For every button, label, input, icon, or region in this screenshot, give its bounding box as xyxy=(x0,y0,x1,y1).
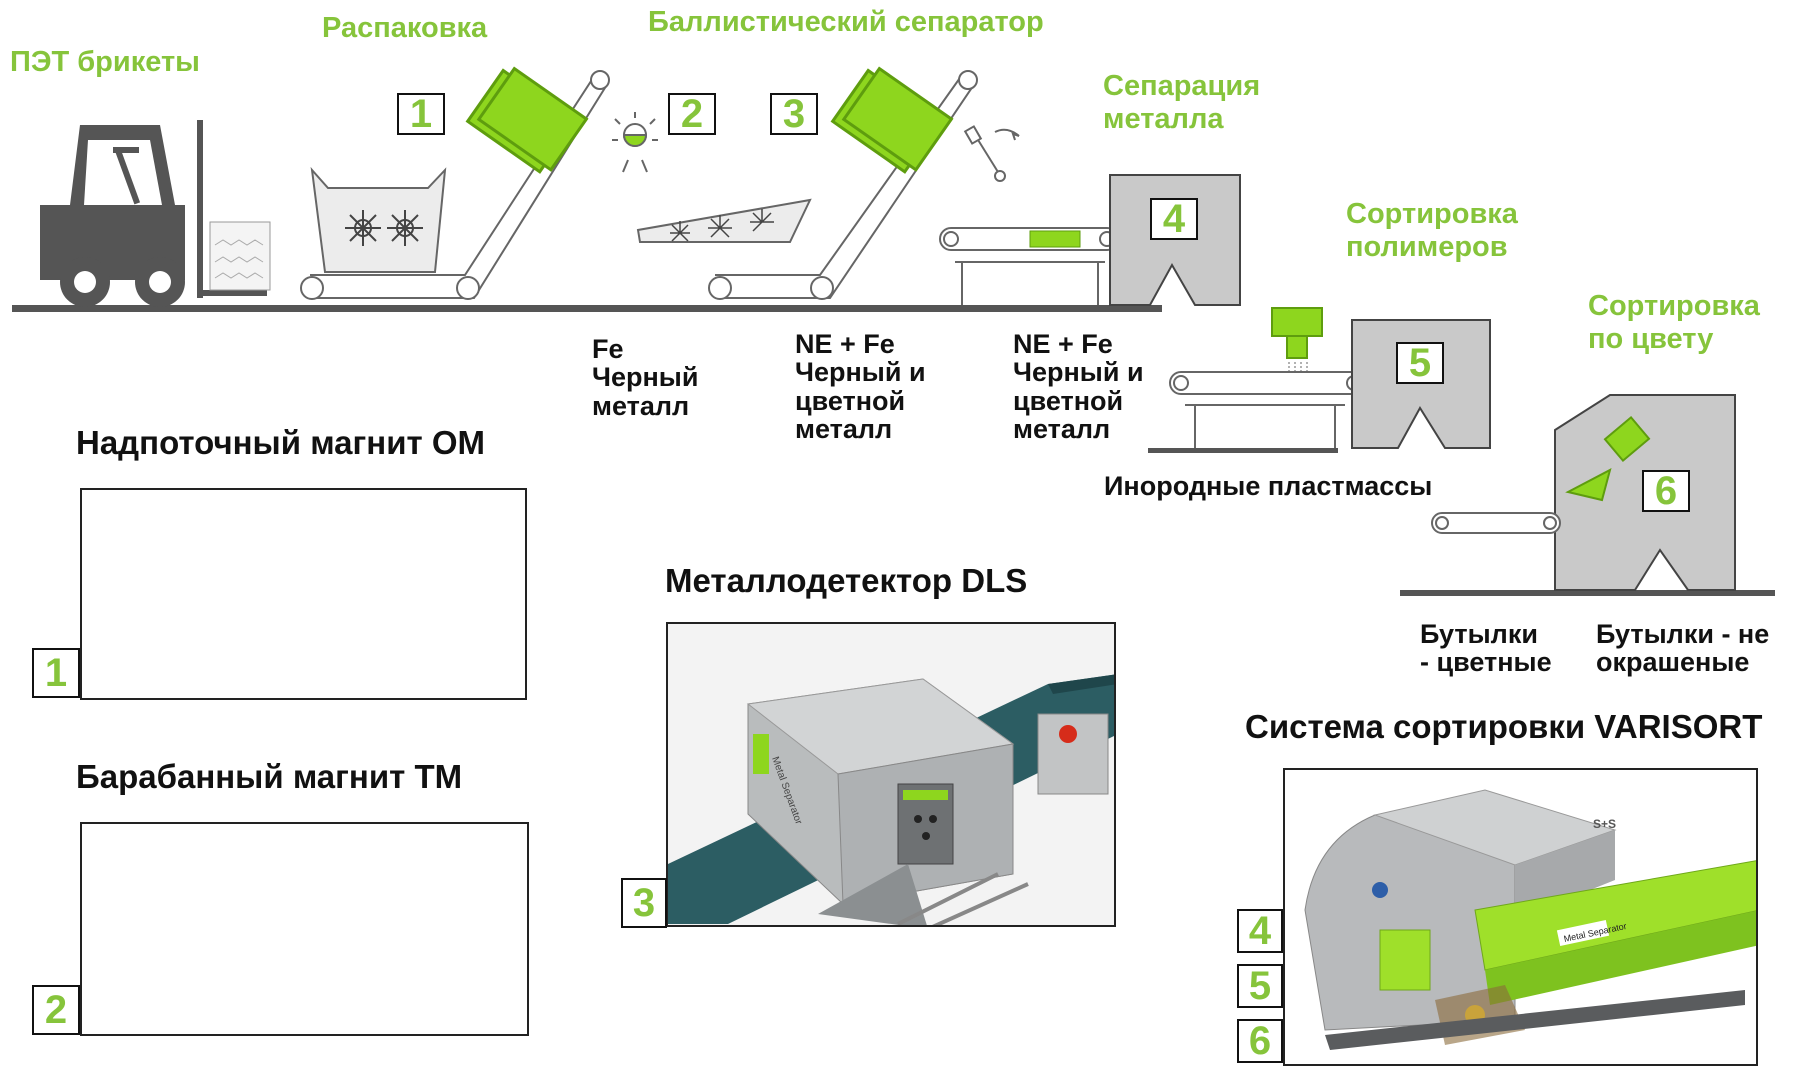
varisort-image: Metal Separator S+S xyxy=(1283,768,1758,1066)
conveyor-color xyxy=(1431,512,1561,534)
drum-badge: 2 xyxy=(32,985,80,1035)
drum-magnet-title: Барабанный магнит ТМ xyxy=(76,758,463,795)
stage-number-4: 4 xyxy=(1150,198,1198,240)
metal-detector-image: Metal Separator xyxy=(666,622,1116,927)
varisort-brand-text: S+S xyxy=(1593,817,1616,831)
color-sensor-icon xyxy=(1603,415,1651,463)
metal-detector-badge: 3 xyxy=(621,878,667,928)
varisort-drawing: Metal Separator S+S xyxy=(1304,789,1756,1050)
varisort-title: Система сортировки VARISORT xyxy=(1245,708,1763,745)
conveyor-unpack xyxy=(300,70,610,300)
nir-sensor-icon xyxy=(1271,307,1323,374)
floor-line-3 xyxy=(1400,590,1775,596)
pet-bale xyxy=(209,221,271,291)
stage-pet-label: ПЭТ брикеты xyxy=(10,46,200,78)
unpacker-machine xyxy=(310,166,447,273)
sensor-icon xyxy=(612,112,658,173)
floor-line xyxy=(12,305,1162,312)
stage-unpack-label: Распаковка xyxy=(322,12,488,44)
varisort-badge-4: 4 xyxy=(1237,909,1283,953)
color-beam-icon xyxy=(1565,468,1612,502)
metal-detector-drawing: Metal Separator xyxy=(668,674,1114,925)
stage-number-2: 2 xyxy=(668,93,716,135)
conveyor-polymer xyxy=(1169,371,1366,448)
machine-5 xyxy=(1351,319,1491,449)
output-bottles-colored: Бутылки- цветные xyxy=(1420,619,1552,678)
overband-magnet-image xyxy=(80,488,527,700)
overband-badge: 1 xyxy=(32,648,80,698)
green-bale-1 xyxy=(465,66,589,174)
stage-number-1: 1 xyxy=(397,93,445,135)
ballistic-separator xyxy=(636,198,812,243)
stage-number-6: 6 xyxy=(1642,470,1690,512)
drum-magnet-image xyxy=(80,822,529,1036)
floor-line-2 xyxy=(1148,448,1338,453)
metal-detector-title: Металлодетектор DLS xyxy=(665,562,1028,599)
overband-magnet-title: Надпоточный магнит ОМ xyxy=(76,424,485,461)
green-bale-2 xyxy=(830,66,954,174)
machine-4 xyxy=(1109,174,1241,306)
conveyor-metal xyxy=(939,227,1119,305)
stage-number-5: 5 xyxy=(1396,342,1444,384)
varisort-badge-6: 6 xyxy=(1237,1019,1283,1063)
stage-number-3: 3 xyxy=(770,93,818,135)
stage-ballistic-label: Баллистический сепаратор xyxy=(648,6,1044,38)
magnet-arm-icon xyxy=(963,125,1020,182)
varisort-badge-5: 5 xyxy=(1237,964,1283,1008)
conveyor-ballistic xyxy=(708,70,978,300)
output-foreign-plastics: Инородные пластмассы xyxy=(1104,471,1433,501)
green-item-metal xyxy=(1029,230,1081,248)
forklift-icon xyxy=(40,120,267,307)
